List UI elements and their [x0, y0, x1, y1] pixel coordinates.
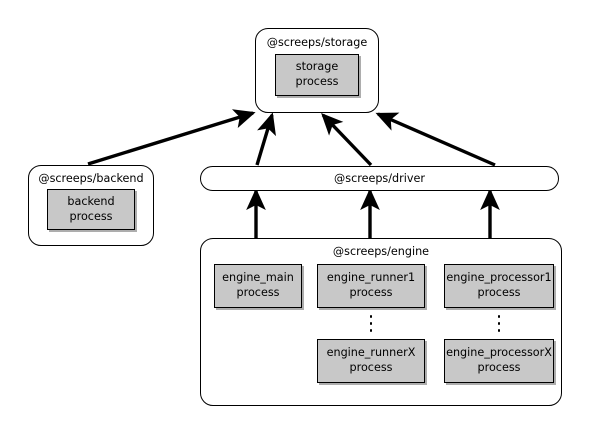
node-engine[interactable]: @screeps/engine engine_main process engi…	[200, 238, 562, 406]
process-engine-runnerX-line2: process	[349, 361, 393, 374]
process-engine-processor1-line1: engine_processor1	[446, 271, 552, 285]
vertical-ellipsis-icon-runner	[366, 315, 376, 332]
process-engine-processor1[interactable]: engine_processor1 process	[444, 264, 554, 308]
node-storage-label: @screeps/storage	[266, 36, 368, 49]
process-storage[interactable]: storage process	[275, 54, 359, 96]
process-engine-runner1[interactable]: engine_runner1 process	[317, 264, 425, 308]
process-engine-runnerX[interactable]: engine_runnerX process	[317, 339, 425, 383]
node-driver-label: @screeps/driver	[334, 172, 425, 185]
node-driver[interactable]: @screeps/driver	[200, 166, 559, 191]
process-storage-line2: process	[295, 75, 339, 88]
process-engine-runner1-line2: process	[349, 286, 393, 299]
process-storage-line1: storage	[295, 60, 339, 74]
process-engine-main-line2: process	[236, 286, 280, 299]
process-engine-main-line1: engine_main	[222, 271, 294, 285]
process-engine-processorX-line2: process	[477, 361, 521, 374]
node-storage[interactable]: @screeps/storage storage process	[255, 28, 379, 113]
node-engine-label: @screeps/engine	[332, 245, 430, 258]
edge-driver-to-storage-right	[375, 112, 496, 167]
process-backend-line1: backend	[67, 194, 115, 208]
process-engine-processorX-line1: engine_processorX	[446, 346, 552, 360]
edge-driver-to-storage-left	[255, 112, 276, 166]
node-backend[interactable]: @screeps/backend backend process	[28, 165, 154, 246]
process-engine-runnerX-line1: engine_runnerX	[326, 346, 416, 360]
process-engine-runner1-line1: engine_runner1	[326, 271, 416, 285]
edge-driver-to-storage-middle	[321, 113, 373, 167]
process-engine-main[interactable]: engine_main process	[214, 264, 302, 308]
process-engine-processorX[interactable]: engine_processorX process	[444, 339, 554, 383]
process-backend[interactable]: backend process	[47, 189, 135, 230]
edge-backend-to-storage	[87, 109, 256, 166]
process-backend-line2: process	[69, 209, 113, 223]
vertical-ellipsis-icon-processor	[494, 315, 504, 332]
node-backend-label: @screeps/backend	[38, 172, 144, 185]
process-engine-processor1-line2: process	[477, 286, 521, 299]
